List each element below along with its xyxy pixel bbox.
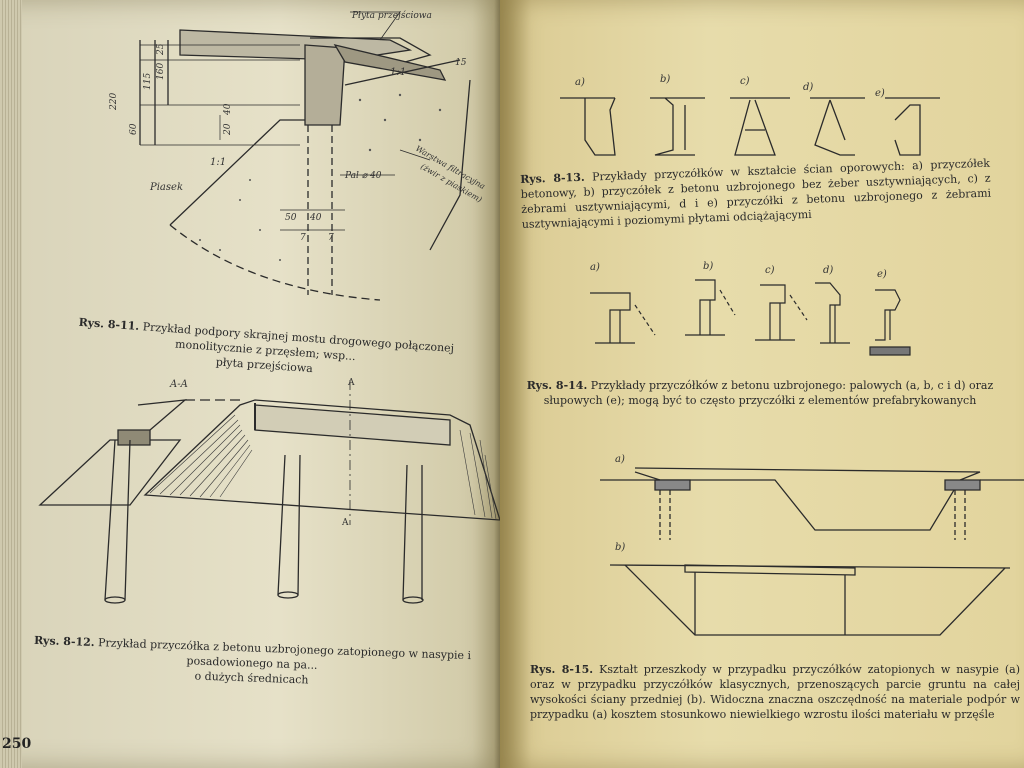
fig-8-13-sub-a: a)	[575, 77, 585, 88]
dim-20: 20	[223, 123, 233, 136]
dim-25: 25	[156, 43, 166, 56]
label-pile: Pal ⌀ 40	[344, 171, 382, 181]
label-slope: 1:1	[390, 67, 406, 78]
caption-8-11-text: Przykład podpory skrajnej mostu drogoweg…	[142, 320, 455, 364]
label-sand: Piasek	[149, 182, 183, 193]
figure-8-15-drawing: a) b)	[600, 454, 1024, 636]
label-slope-2: 1:1	[210, 157, 226, 168]
caption-8-15: Rys. 8-15. Kształt przeszkody w przypadk…	[530, 662, 1020, 722]
caption-8-12: Rys. 8-12. Przykład przyczółka z betonu …	[6, 632, 497, 694]
fig-8-13-sub-e: e)	[875, 88, 885, 99]
fig-8-14-sub-e: e)	[877, 269, 887, 280]
fig-8-14-sub-c: c)	[765, 265, 775, 276]
left-page: Płyta przejściowa 1:1 1:1 Piasek Pal ⌀ 4…	[0, 0, 508, 768]
caption-8-11-number: Rys. 8-11.	[78, 315, 140, 333]
label-plate: Płyta przejściowa	[351, 10, 432, 21]
dim-160: 160	[156, 63, 166, 80]
caption-8-12-number: Rys. 8-12.	[33, 633, 95, 650]
figure-8-12-drawing: A-A A A	[38, 378, 500, 604]
label-section-aa: A-A	[169, 379, 188, 390]
caption-8-14-number: Rys. 8-14.	[526, 379, 588, 392]
dim-115: 115	[143, 73, 153, 90]
dim-7b: 7	[328, 233, 334, 243]
fig-8-14-sub-b: b)	[703, 261, 713, 272]
fig-8-14-sub-d: d)	[823, 265, 833, 276]
fig-8-15-sub-b: b)	[615, 542, 625, 553]
page-number: 250	[2, 736, 32, 752]
caption-8-12-text: Przykład przyczółka z betonu uzbrojonego…	[97, 636, 472, 672]
figure-8-14-drawing: a) b) c) d) e)	[590, 261, 911, 356]
dim-40: 40	[223, 103, 233, 116]
dim-40b: 40	[309, 213, 322, 223]
right-page: a) b) c) d) e) Rys. 8-13. Przykłady przy…	[500, 0, 1024, 768]
figure-8-11-drawing: Płyta przejściowa 1:1 1:1 Piasek Pal ⌀ 4…	[109, 10, 487, 301]
caption-8-15-number: Rys. 8-15.	[530, 663, 594, 676]
page-stack-edge	[0, 0, 22, 768]
fig-8-15-sub-a: a)	[615, 454, 625, 465]
dim-220: 220	[109, 93, 119, 111]
caption-8-15-text: Kształt przeszkody w przypadku przyczółk…	[530, 663, 1020, 721]
fig-8-13-sub-c: c)	[740, 76, 750, 87]
dim-50: 50	[285, 213, 297, 223]
dim-60: 60	[129, 123, 139, 135]
dim-15: 15	[455, 58, 467, 68]
label-cut-a-top: A	[347, 378, 355, 388]
label-cut-a-bottom: A	[341, 518, 349, 528]
fig-8-13-sub-d: d)	[803, 82, 813, 93]
figure-8-13-drawing: a) b) c) d) e)	[560, 74, 940, 156]
caption-8-14-text: Przykłady przyczółków z betonu uzbrojone…	[543, 379, 994, 407]
fig-8-14-sub-a: a)	[590, 262, 600, 273]
fig-8-13-sub-b: b)	[660, 74, 670, 85]
caption-8-14: Rys. 8-14. Przykłady przyczółków z beton…	[525, 378, 995, 408]
caption-8-13-number: Rys. 8-13.	[520, 170, 585, 186]
dim-7a: 7	[300, 233, 306, 243]
caption-8-12-line2: o dużych średnicach	[194, 669, 309, 687]
